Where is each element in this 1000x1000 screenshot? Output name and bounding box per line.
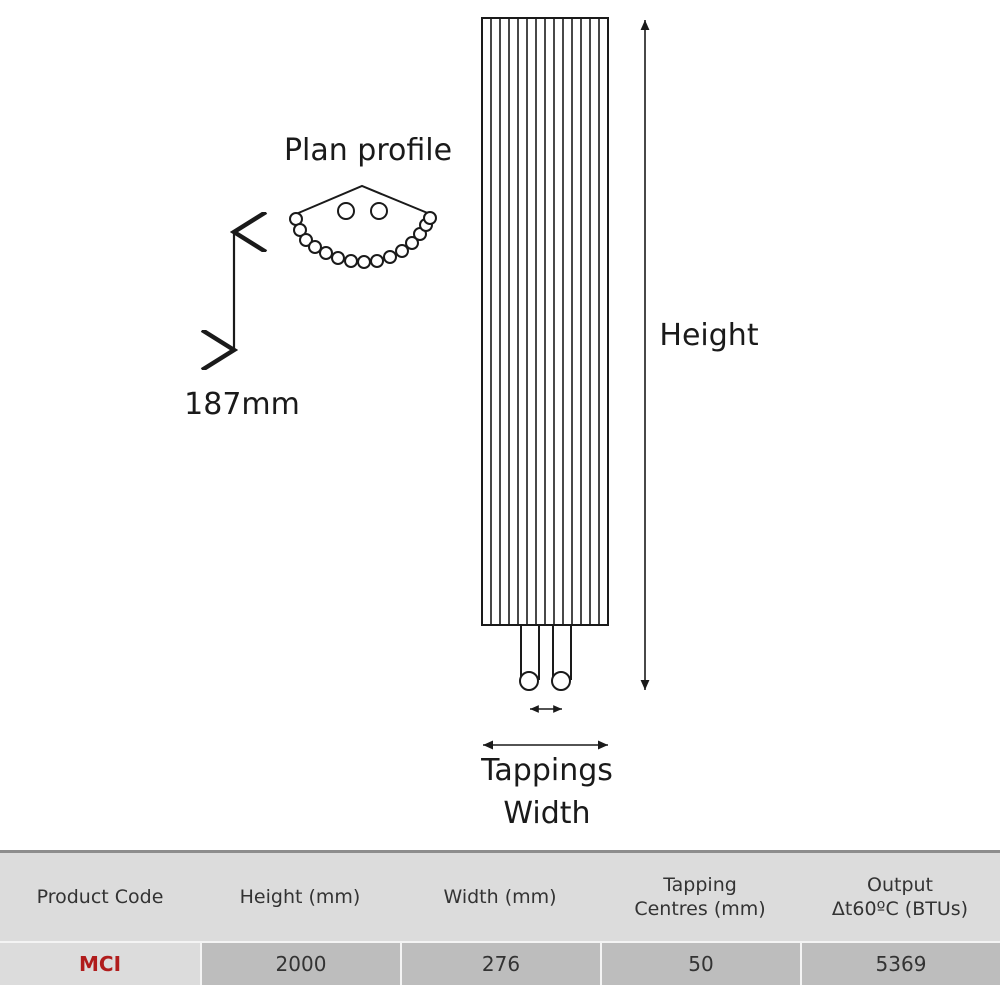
width-label: Width: [503, 796, 590, 831]
height-label: Height: [659, 318, 758, 353]
tappings-label: Tappings: [480, 753, 613, 788]
table-row: MCI 2000 276 50 5369: [0, 941, 1000, 985]
profile-tube: [319, 246, 333, 260]
radiator-diagram: Plan profile 187mm Height Tappings Width: [184, 17, 759, 831]
cell-tapping-centres: 50: [600, 943, 800, 985]
profile-tube: [357, 255, 371, 269]
cell-product-code: MCI: [0, 943, 200, 985]
profile-tube: [331, 251, 345, 265]
profile-tube: [383, 250, 397, 264]
profile-tube: [293, 223, 307, 237]
depth-label: 187mm: [184, 387, 300, 422]
plan-profile-label: Plan profile: [284, 133, 452, 168]
spec-table: Product Code Height (mm) Width (mm) Tapp…: [0, 850, 1000, 985]
cell-height: 2000: [200, 943, 400, 985]
header-width: Width (mm): [443, 886, 557, 908]
cell-width: 276: [400, 943, 600, 985]
header-height: Height (mm): [239, 886, 361, 908]
profile-tube: [423, 211, 437, 225]
profile-tube: [370, 254, 384, 268]
cell-output: 5369: [800, 943, 1000, 985]
profile-tube: [344, 254, 358, 268]
profile-tube: [299, 233, 313, 247]
header-tapping-centres: Tapping Centres (mm): [634, 874, 766, 920]
header-product-code: Product Code: [36, 886, 164, 908]
profile-tube: [405, 236, 419, 250]
plan-profile-drawing: [289, 184, 437, 269]
header-output: Output Δt60ºC (BTUs): [831, 874, 969, 920]
radiator-front-view: [481, 17, 609, 626]
table-header-row: Product Code Height (mm) Width (mm) Tapp…: [0, 853, 1000, 941]
tapping-pipes: [519, 625, 572, 691]
profile-tube: [395, 244, 409, 258]
profile-tube: [308, 240, 322, 254]
